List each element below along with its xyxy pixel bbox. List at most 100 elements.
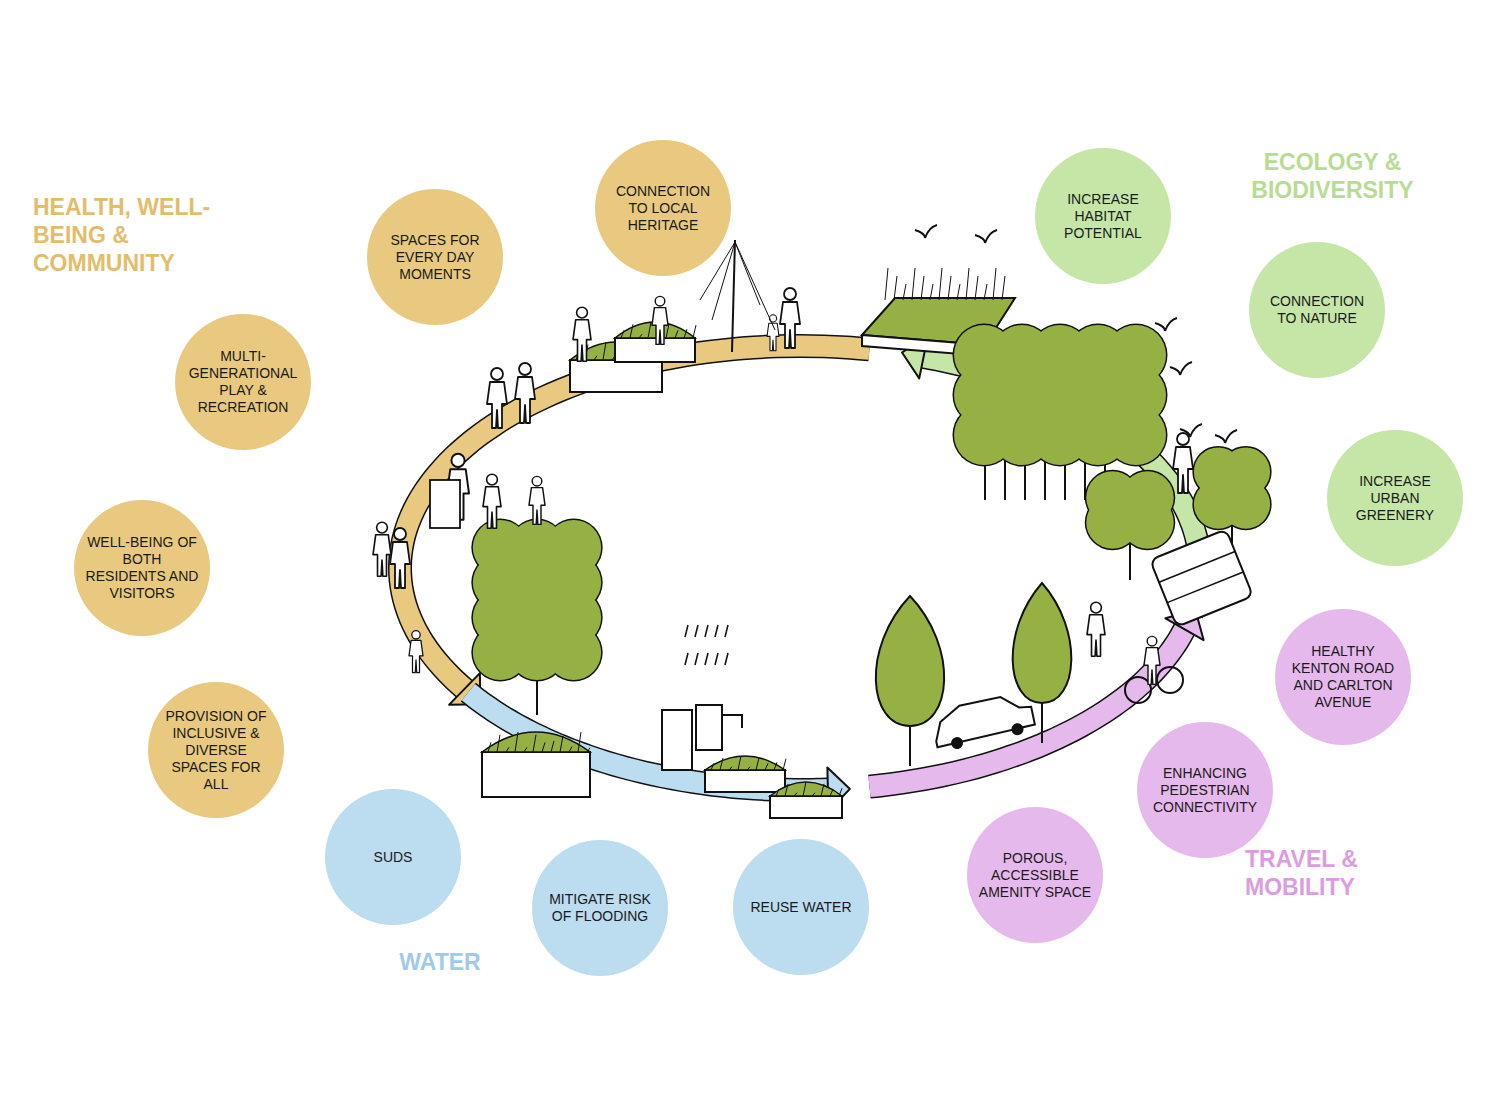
goal-text: PROVISION OF INCLUSIVE & DIVERSE SPACES …: [158, 708, 274, 793]
person-head: [655, 296, 665, 306]
goal-text: ENHANCING PEDESTRIAN CONNECTIVITY: [1147, 765, 1263, 816]
person: [409, 631, 423, 673]
grass-blade: [966, 268, 969, 300]
person-head: [377, 522, 388, 533]
car-wheel: [1010, 722, 1024, 736]
rain-drop: [685, 653, 688, 665]
bike-wheel: [1157, 667, 1183, 693]
goal-circle: CONNECTION TO NATURE: [1249, 242, 1385, 378]
person: [515, 363, 535, 423]
category-heading: TRAVEL & MOBILITY: [1245, 845, 1395, 901]
planter-box: [570, 360, 662, 392]
person-body: [409, 640, 423, 672]
tree-crown: [546, 625, 601, 680]
goal-text: REUSE WATER: [743, 899, 859, 916]
goal-text: SUDS: [335, 849, 451, 866]
tree-crown: [1013, 583, 1072, 703]
ring-band: [400, 346, 869, 689]
goal-text: INCREASE HABITAT POTENTIAL: [1045, 191, 1161, 242]
grass-blade: [885, 268, 888, 300]
grass-blade: [812, 793, 815, 796]
person-head: [487, 474, 498, 485]
conifer: [876, 596, 944, 766]
category-heading: ECOLOGY & BIODIVERSITY: [1235, 148, 1430, 204]
person-head: [1091, 602, 1102, 613]
pole-rope: [735, 242, 775, 330]
person: [1173, 433, 1193, 493]
car-wheel: [950, 736, 964, 750]
grass-blade: [785, 784, 788, 796]
rain-drop: [705, 625, 708, 637]
goal-circle: SPACES FOR EVERY DAY MOMENTS: [367, 189, 503, 325]
category-heading: WATER: [380, 948, 500, 976]
tree: [471, 519, 602, 716]
person-body: [767, 323, 779, 351]
person: [390, 528, 410, 588]
car-body: [930, 691, 1035, 747]
grass-blade: [803, 782, 806, 796]
person-body: [515, 377, 535, 423]
person-body: [780, 302, 800, 348]
grass-blade: [830, 789, 833, 796]
grass-blade: [666, 324, 669, 338]
person: [487, 368, 507, 428]
grass-blade: [783, 759, 786, 770]
grass-blade: [738, 756, 741, 770]
grass-blade: [542, 742, 545, 752]
grass-blade: [957, 284, 960, 300]
grass-blade: [939, 268, 942, 300]
person: [1144, 636, 1160, 684]
grass-blade: [497, 735, 500, 752]
goal-text: HEALTHY KENTON ROAD AND CARLTON AVENUE: [1285, 643, 1401, 711]
planter-box: [770, 796, 842, 818]
water-tank: [696, 705, 722, 750]
goal-circle: CONNECTION TO LOCAL HERITAGE: [595, 140, 731, 276]
grass-blade: [603, 342, 606, 360]
bird: [1155, 318, 1177, 331]
planter: [482, 732, 590, 797]
grass-blade: [794, 793, 797, 796]
person: [373, 522, 391, 576]
goal-circle: INCREASE HABITAT POTENTIAL: [1035, 148, 1171, 284]
grass-blade: [821, 784, 824, 796]
bus-window: [1167, 572, 1243, 603]
person-head: [532, 476, 542, 486]
grass-blade: [1002, 276, 1005, 300]
goal-text: MULTI- GENERATIONAL PLAY & RECREATION: [185, 348, 301, 416]
grass-blade: [839, 788, 842, 796]
grass-blade: [506, 747, 509, 752]
person-head: [577, 307, 588, 318]
person-head: [451, 454, 464, 467]
grass-blade: [693, 325, 696, 338]
rain-drop: [695, 625, 698, 637]
bike-wheel: [1125, 677, 1151, 703]
person-body: [652, 308, 668, 345]
grass-blade: [684, 329, 687, 338]
person-body: [1173, 447, 1193, 493]
pole-rope: [712, 242, 735, 320]
grass-blade: [921, 276, 924, 300]
grass-blade: [648, 322, 651, 338]
grass-blade: [594, 356, 597, 360]
goal-circle: REUSE WATER: [733, 839, 869, 975]
planter-grass: [705, 756, 785, 770]
goal-text: MITIGATE RISK OF FLOODING: [542, 891, 658, 925]
car: [930, 691, 1037, 753]
sketch: [373, 225, 1272, 818]
bird: [975, 230, 997, 243]
goal-circle: MULTI- GENERATIONAL PLAY & RECREATION: [175, 314, 311, 450]
rain-drop: [715, 625, 718, 637]
person: [573, 307, 591, 361]
grass-blade: [533, 735, 536, 752]
grass-blade: [776, 789, 779, 796]
grass-blade: [993, 268, 996, 300]
goal-circle: MITIGATE RISK OF FLOODING: [532, 840, 668, 976]
grass-blade: [747, 767, 750, 770]
person: [529, 476, 545, 524]
grass-blade: [765, 763, 768, 770]
grass-blade: [639, 334, 642, 338]
water-pipe: [722, 715, 742, 728]
goal-circle: PROVISION OF INCLUSIVE & DIVERSE SPACES …: [148, 682, 284, 818]
goal-circle: HEALTHY KENTON ROAD AND CARLTON AVENUE: [1275, 609, 1411, 745]
rain-drop: [695, 653, 698, 665]
